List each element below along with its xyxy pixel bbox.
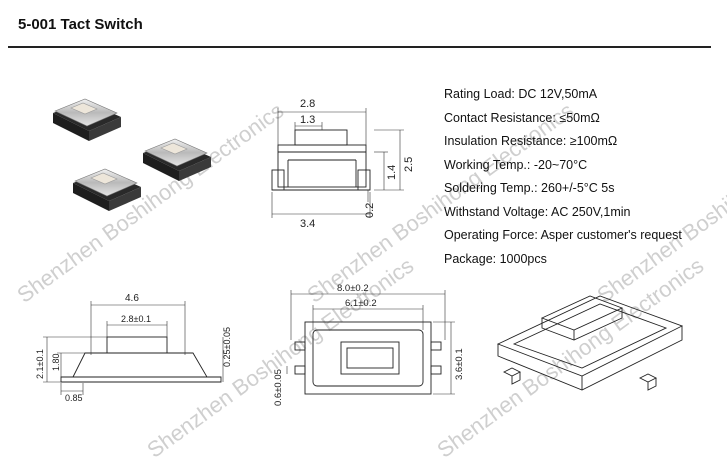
- dim-plan-height: 3.6±0.1: [454, 348, 465, 380]
- dim-side-tol: 0.25±0.05: [222, 327, 232, 367]
- spec-item: Soldering Temp.: 260+/-5°C 5s: [444, 181, 615, 195]
- switch-photo-2: [143, 138, 211, 181]
- switch-photo-1: [53, 98, 121, 141]
- isometric-drawing: [496, 295, 684, 391]
- spec-item: Insulation Resistance: ≥100mΩ: [444, 134, 618, 148]
- spec-item: Rating Load: DC 12V,50mA: [444, 87, 598, 101]
- dim-top-body: 1.4: [386, 165, 398, 180]
- dim-plan-outer: 8.0±0.2: [337, 283, 369, 294]
- plan-view-drawing: 8.0±0.2 6.1±0.2 3.6±0.1 0.6±0.05: [273, 283, 465, 406]
- dim-top-plunger: 1.3: [300, 114, 315, 126]
- dim-side-total: 2.1±0.1: [35, 349, 45, 379]
- dim-side-width: 4.6: [125, 293, 139, 304]
- front-view-drawing: 2.8 1.3 3.4 2.5 1.4 0.2: [271, 98, 415, 230]
- product-photo: [53, 98, 211, 211]
- spec-item: Working Temp.: -20~70°C: [444, 157, 588, 172]
- side-view-drawing: 4.6 2.8±0.1 2.1±0.1 1.80 0.25±0.05 0.85: [35, 293, 232, 403]
- spec-list: Rating Load: DC 12V,50mA Contact Resista…: [444, 86, 682, 274]
- dim-top-base: 3.4: [300, 218, 315, 230]
- page-title: 5-001 Tact Switch: [18, 16, 143, 33]
- title-divider: [8, 46, 711, 48]
- dim-side-body: 1.80: [51, 353, 61, 371]
- dim-top-foot: 0.2: [364, 203, 376, 218]
- dim-top-width: 2.8: [300, 98, 315, 110]
- dim-plan-lead: 0.6±0.05: [273, 369, 284, 406]
- dim-plan-inner: 6.1±0.2: [345, 298, 377, 309]
- spec-item: Operating Force: Asper customer's reques…: [444, 228, 682, 242]
- dim-side-lead: 0.85: [65, 393, 83, 403]
- dim-side-plunger: 2.8±0.1: [121, 314, 151, 324]
- switch-photo-3: [73, 168, 141, 211]
- spec-item: Contact Resistance: ≤50mΩ: [444, 110, 600, 125]
- dim-top-height: 2.5: [403, 157, 415, 172]
- spec-item: Withstand Voltage: AC 250V,1min: [444, 204, 631, 219]
- spec-item: Package: 1000pcs: [444, 251, 547, 266]
